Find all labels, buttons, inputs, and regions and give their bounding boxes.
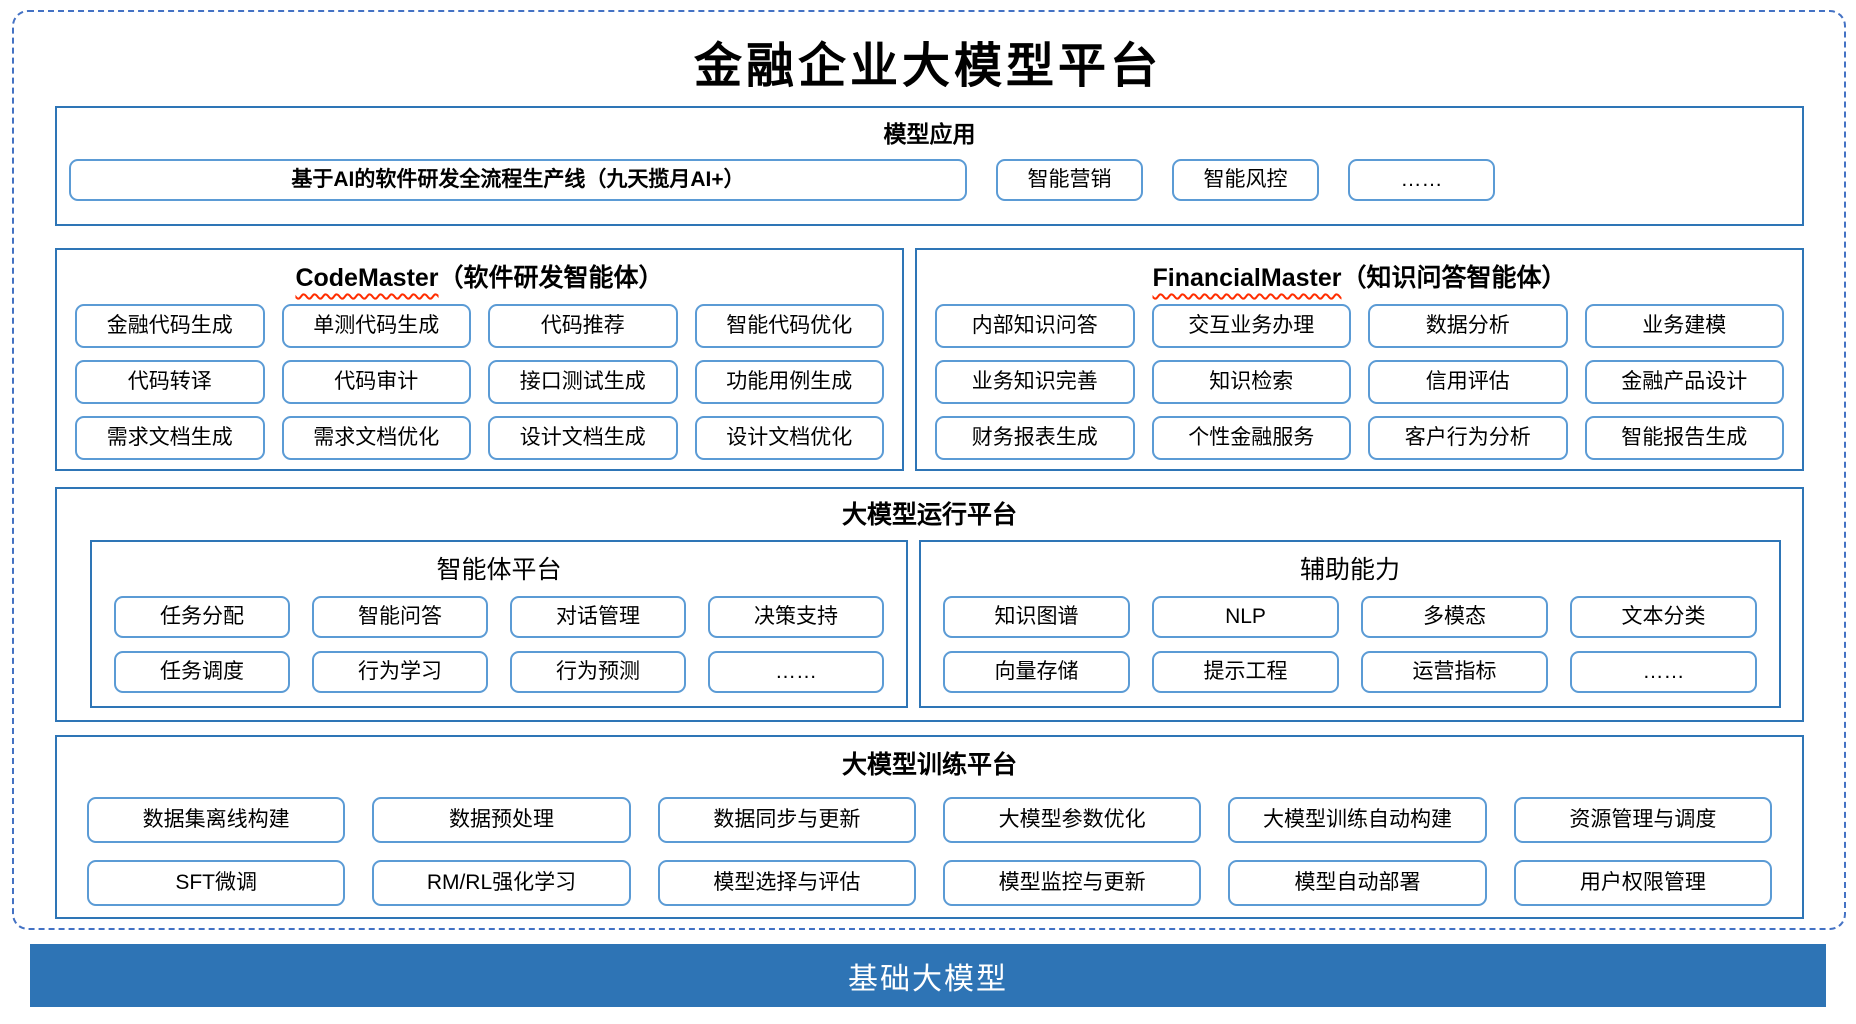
code-master-node: 接口测试生成 [488,360,678,404]
financial-master-node: 智能报告生成 [1584,416,1784,460]
training-node: 大模型训练自动构建 [1228,797,1487,843]
agent-platform-node: 任务分配 [114,596,290,638]
code-master-node: 设计文档优化 [694,416,884,460]
agent-platform-subsection: 智能体平台 任务分配智能问答对话管理决策支持任务调度行为学习行为预测 …… [90,540,908,708]
financial-master-node: 客户行为分析 [1368,416,1568,460]
training-node: 数据集离线构建 [87,797,346,843]
financial-master-node: 业务建模 [1584,304,1784,348]
code-master-title-en: CodeMaster [295,264,439,292]
aux-ability-node: 运营指标 [1361,651,1548,693]
aux-ability-node: 多模态 [1361,596,1548,638]
training-platform-section: 大模型训练平台 数据集离线构建数据预处理数据同步与更新大模型参数优化大模型训练自… [55,735,1804,919]
code-master-node: 金融代码生成 [75,304,265,348]
agent-platform-header: 智能体平台 [436,556,562,584]
agent-platform-node: 决策支持 [708,596,884,638]
agent-platform-node: 行为预测 [510,651,686,693]
training-platform-grid: 数据集离线构建数据预处理数据同步与更新大模型参数优化大模型训练自动构建资源管理与… [57,789,1802,906]
financial-master-node: 数据分析 [1368,304,1568,348]
financial-master-section: FinancialMaster（知识问答智能体） 内部知识问答交互业务办理数据分… [915,248,1804,471]
code-master-node: 代码转译 [75,360,265,404]
code-master-node: 代码推荐 [488,304,678,348]
agent-platform-node: 行为学习 [312,651,488,693]
code-master-node: 智能代码优化 [694,304,884,348]
aux-ability-node: 文本分类 [1570,596,1757,638]
training-node: 大模型参数优化 [943,797,1202,843]
financial-master-node: 信用评估 [1368,360,1568,404]
training-node: 模型自动部署 [1228,860,1487,906]
training-node: SFT微调 [87,860,346,906]
code-master-node: 需求文档生成 [75,416,265,460]
financial-master-grid: 内部知识问答交互业务办理数据分析业务建模业务知识完善知识检索信用评估金融产品设计… [917,302,1802,460]
financial-master-node: 交互业务办理 [1151,304,1351,348]
foundation-model-bar: 基础大模型 [30,944,1826,1007]
training-platform-header: 大模型训练平台 [841,751,1017,779]
financial-master-node: 内部知识问答 [935,304,1135,348]
page-title: 金融企业大模型平台 [693,38,1162,94]
code-master-title-suffix: （软件研发智能体） [438,264,664,292]
training-node: 数据同步与更新 [657,797,916,843]
agent-platform-node: 智能问答 [312,596,488,638]
code-master-section: CodeMaster（软件研发智能体） 金融代码生成单测代码生成代码推荐智能代码… [55,248,904,471]
aux-ability-node: 提示工程 [1152,651,1339,693]
foundation-model-label: 基础大模型 [848,962,1008,996]
financial-master-header: FinancialMaster（知识问答智能体） [917,258,1802,294]
training-node: 用户权限管理 [1513,860,1772,906]
runtime-platform-section: 大模型运行平台 智能体平台 任务分配智能问答对话管理决策支持任务调度行为学习行为… [55,487,1804,722]
training-node: 资源管理与调度 [1513,797,1772,843]
training-node: 模型监控与更新 [943,860,1202,906]
financial-master-node: 个性金融服务 [1151,416,1351,460]
financial-master-node: 财务报表生成 [935,416,1135,460]
code-master-grid: 金融代码生成单测代码生成代码推荐智能代码优化代码转译代码审计接口测试生成功能用例… [57,302,902,460]
aux-ability-grid: 知识图谱 NLP 多模态文本分类向量存储提示工程运营指标 …… [921,596,1779,693]
training-node: 数据预处理 [372,797,631,843]
model-application-header: 模型应用 [883,121,976,147]
aux-ability-node: 向量存储 [943,651,1130,693]
code-master-node: 功能用例生成 [694,360,884,404]
app-node: 智能风控 [1172,159,1319,201]
aux-ability-node: …… [1570,651,1757,693]
financial-master-title-en: FinancialMaster [1152,264,1342,292]
financial-master-node: 知识检索 [1151,360,1351,404]
aux-ability-node: NLP [1152,596,1339,638]
aux-ability-header: 辅助能力 [1299,556,1400,584]
agent-platform-node: 对话管理 [510,596,686,638]
financial-master-title-suffix: （知识问答智能体） [1341,264,1567,292]
aux-ability-subsection: 辅助能力 知识图谱 NLP 多模态文本分类向量存储提示工程运营指标 …… [919,540,1781,708]
outer-dashed-frame [12,10,1846,930]
code-master-node: 单测代码生成 [281,304,471,348]
app-node: …… [1348,159,1495,201]
financial-master-node: 金融产品设计 [1584,360,1784,404]
aux-ability-node: 知识图谱 [943,596,1130,638]
code-master-header: CodeMaster（软件研发智能体） [57,258,902,294]
financial-master-node: 业务知识完善 [935,360,1135,404]
code-master-node: 设计文档生成 [488,416,678,460]
model-application-row: 基于AI的软件研发全流程生产线（九天揽月AI+） 智能营销智能风控 …… [57,149,1802,201]
app-pipeline-node: 基于AI的软件研发全流程生产线（九天揽月AI+） [69,159,967,201]
agent-platform-node: …… [708,651,884,693]
agent-platform-node: 任务调度 [114,651,290,693]
runtime-platform-header: 大模型运行平台 [841,501,1017,529]
code-master-node: 需求文档优化 [281,416,471,460]
training-node: 模型选择与评估 [657,860,916,906]
model-application-section: 模型应用 基于AI的软件研发全流程生产线（九天揽月AI+） 智能营销智能风控 …… [55,106,1804,226]
code-master-node: 代码审计 [281,360,471,404]
app-node: 智能营销 [996,159,1143,201]
training-node: RM/RL强化学习 [372,860,631,906]
agent-platform-grid: 任务分配智能问答对话管理决策支持任务调度行为学习行为预测 …… [92,596,906,693]
